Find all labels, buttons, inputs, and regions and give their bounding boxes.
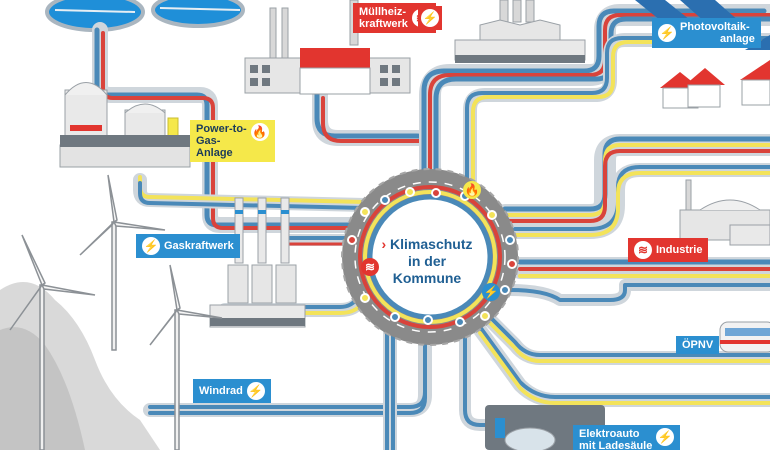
label-gaskraftwerk: ⚡ Gaskraftwerk [136, 234, 240, 258]
lightning-icon: ⚡ [421, 9, 439, 27]
lightning-icon: ⚡ [482, 283, 500, 301]
label-industrie-text: Industrie [656, 244, 703, 256]
center-title-line2: in der [407, 253, 447, 269]
label-oepnv: ÖPNV [676, 336, 720, 354]
label-windrad: Windrad ⚡ [193, 379, 271, 403]
lightning-icon: ⚡ [246, 382, 265, 400]
label-industrie: ≋ Industrie [628, 238, 709, 262]
power-to-gas-plant [59, 82, 191, 168]
lightning-icon: ⚡ [658, 24, 676, 42]
lightning-icon: ⚡ [142, 237, 160, 255]
ring-heat-marker: ≋ [361, 258, 379, 276]
lightning-icon: ⚡ [656, 428, 675, 446]
label-oepnv-text: ÖPNV [682, 339, 714, 351]
label-line: Anlage [196, 147, 233, 159]
wind-turbines [9, 174, 223, 450]
heat-icon: ≋ [361, 258, 379, 276]
flame-icon: 🔥 [463, 181, 481, 199]
label-power-to-gas-text: Power-to- Gas- Anlage [196, 123, 247, 159]
label-line: Photovoltaik- [680, 21, 750, 33]
center-title: › Klimaschutz in der Kommune [372, 236, 482, 287]
label-line: anlage [720, 33, 755, 45]
pipe-network [92, 4, 770, 450]
solar-houses [635, 0, 770, 109]
chevron-right-icon: › [381, 236, 387, 252]
label-muellheizkraftwerk-text: Müllheiz- kraftwerk [359, 6, 408, 30]
label-muellheiz-power: ⚡ [418, 6, 442, 30]
label-line: kraftwerk [359, 18, 408, 30]
center-title-text: Klimaschutz [390, 236, 473, 252]
label-line: Power-to- [196, 123, 247, 135]
label-elektroauto-text: Elektroauto mit Ladesäule [579, 428, 652, 450]
center-title-line3: Kommune [392, 270, 462, 286]
label-gaskraftwerk-text: Gaskraftwerk [164, 240, 234, 252]
label-photovoltaik: ⚡ Photovoltaik- anlage [652, 18, 761, 48]
flame-icon: 🔥 [250, 123, 269, 141]
label-line: Gas- [196, 135, 221, 147]
label-line: Müllheiz- [359, 6, 407, 18]
center-title-line1: › Klimaschutz [372, 236, 482, 253]
heat-icon: ≋ [634, 241, 652, 259]
gas-power-plant [209, 197, 306, 328]
train [719, 321, 770, 353]
waste-incineration-plant [244, 0, 411, 95]
label-elektroauto: Elektroauto mit Ladesäule ⚡ [573, 425, 681, 450]
ring-lightning-marker: ⚡ [482, 283, 500, 301]
label-power-to-gas: Power-to- Gas- Anlage 🔥 [190, 120, 275, 162]
label-photovoltaik-text: Photovoltaik- anlage [680, 21, 755, 45]
label-line: Elektroauto [579, 428, 640, 440]
junction-dots [347, 187, 517, 327]
industry-building [679, 179, 770, 246]
water-basins [45, 0, 245, 32]
ring-flame-marker: 🔥 [463, 181, 481, 199]
label-windrad-text: Windrad [199, 385, 243, 397]
top-factory [454, 0, 586, 63]
label-line: mit Ladesäule [579, 440, 653, 450]
